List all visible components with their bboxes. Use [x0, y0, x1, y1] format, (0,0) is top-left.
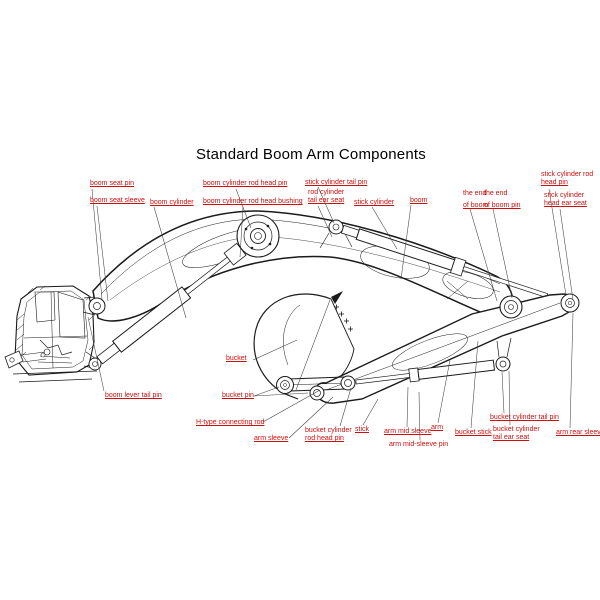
leader-bucket [252, 339, 298, 361]
leader-bucket-pin [253, 386, 280, 397]
leader-the-end-of-boom [469, 208, 498, 302]
leader-bucket-pin [253, 392, 309, 397]
leader-stick-cylinder-rod-head-pin [548, 188, 567, 296]
leader-arm-mid-sleeve [406, 386, 409, 428]
leader-boom-lever-tail-pin [87, 316, 105, 392]
leader-boom-cylinder-rod-head-bushing [239, 206, 244, 258]
leader-the-end-of-boom-pin [492, 208, 513, 299]
leader-arm-mid-sleeve-pin [418, 391, 421, 441]
leader-bucket-cylinder-tail-ear-seat [508, 370, 511, 426]
pivot-pins [88, 214, 580, 401]
leader-boom-cylinder [153, 206, 187, 319]
leader-stick [362, 398, 379, 426]
leader-boom-seat-sleeve [96, 205, 109, 302]
leader-stick-cylinder-tail-pin [317, 186, 335, 224]
bucket-cylinder [355, 359, 496, 385]
leader-h-type-connecting-rod [262, 389, 321, 423]
leader-stick-cylinder-head-ear-seat [559, 208, 574, 301]
leader-boom-seat-pin [91, 188, 103, 300]
stick-cylinder [340, 224, 549, 298]
cab [4, 285, 98, 383]
leader-boom [400, 204, 412, 280]
leader-arm-sleeve [288, 396, 334, 439]
arm [314, 293, 578, 404]
leader-bucket-stick [470, 340, 479, 429]
diagram-title: Standard Boom Arm Components [196, 146, 426, 163]
leader-stick-cylinder [371, 206, 398, 250]
leader-bucket-cylinder-rod-head-pin [339, 387, 352, 427]
leader-lines [87, 186, 574, 441]
leader-rod-cylinder-tail-ear-seat [317, 205, 333, 238]
bucket-teeth-marks [334, 304, 353, 332]
leader-boom-cylinder-rod-head-pin [235, 188, 252, 229]
leader-arm-rear-sleeve [569, 312, 574, 429]
leader-arm [437, 359, 451, 424]
leader-bucket-cylinder-tail-pin [501, 371, 505, 414]
